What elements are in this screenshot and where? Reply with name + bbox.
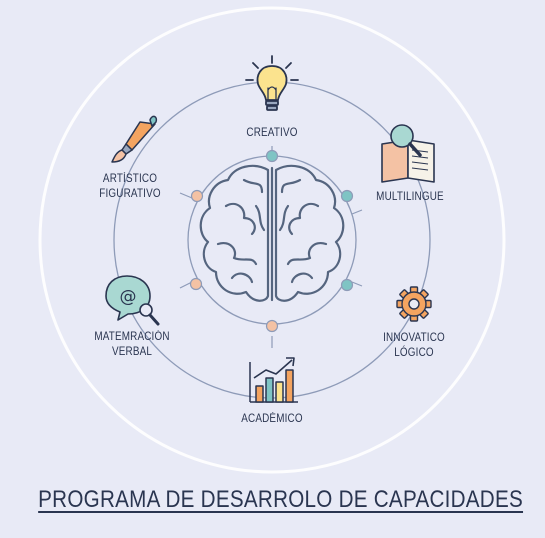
label-multilingue: MULTILINGÜE: [367, 190, 453, 205]
dot-multilingue: [340, 189, 354, 203]
lightbulb-icon: [245, 55, 299, 111]
label-line: CREATIVO: [246, 127, 298, 139]
label-academico: ACADÉMICO: [232, 412, 311, 427]
svg-text:@: @: [120, 287, 137, 307]
label-line: ARTÍSTICO: [102, 173, 158, 185]
dot-creativo: [265, 149, 279, 163]
label-line: LÓGICO: [394, 347, 434, 359]
label-line: MULTILINGÜE: [376, 191, 444, 203]
dot-artistico: [190, 189, 204, 203]
chat-at-search-icon: @: [105, 275, 160, 326]
bar-chart-icon: [249, 357, 298, 403]
label-artistico: ARTÍSTICO FIGURATIVO: [89, 172, 172, 202]
label-innovatico: INNOVATICO LÓGICO: [373, 331, 456, 361]
label-matemracion: MATEMRACIÓN VERBAL: [91, 330, 174, 360]
brain-icon: [199, 164, 345, 302]
label-line: MATEMRACIÓN: [94, 331, 170, 343]
dot-innovatico: [340, 278, 354, 292]
label-line: ACADÉMICO: [241, 413, 303, 425]
dot-academico: [265, 319, 279, 333]
page-title: PROGRAMA DE DESARROLO DE CAPACIDADES: [38, 486, 524, 513]
gear-icon: [396, 286, 432, 322]
ring-dots: [189, 149, 354, 333]
label-creativo: CREATIVO: [232, 126, 311, 141]
dot-matemracion: [189, 277, 203, 291]
label-line: FIGURATIVO: [99, 188, 161, 200]
book-magnifier-icon: [381, 124, 435, 183]
outer-ring: [38, 6, 506, 474]
paintbrush-icon: [111, 115, 158, 163]
label-line: INNOVATICO: [383, 332, 445, 344]
label-line: VERBAL: [111, 346, 153, 358]
